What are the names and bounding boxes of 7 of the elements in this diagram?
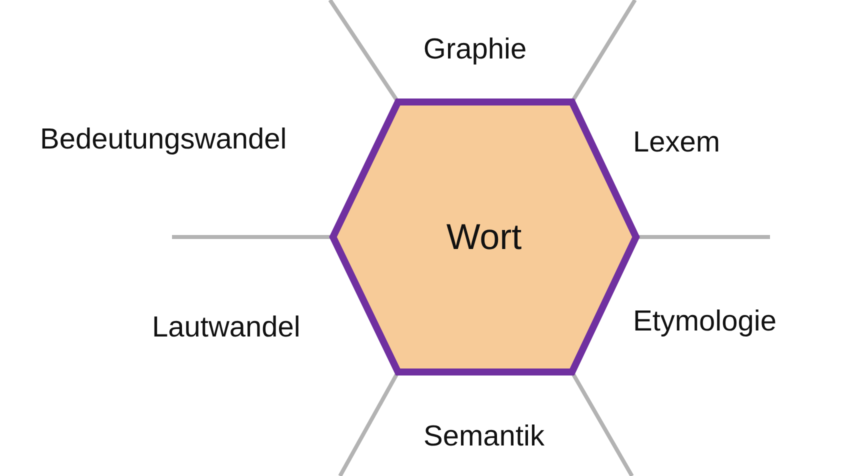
sector-label: Etymologie xyxy=(633,306,776,338)
sector-label: Bedeutungswandel xyxy=(40,124,287,156)
hexagon-label: Wort xyxy=(446,216,522,258)
sector-label: Graphie xyxy=(423,34,527,66)
sector-label: Semantik xyxy=(424,420,544,454)
sector-label: Lexem xyxy=(633,126,720,160)
sector-label: Lautwandel xyxy=(152,312,300,344)
